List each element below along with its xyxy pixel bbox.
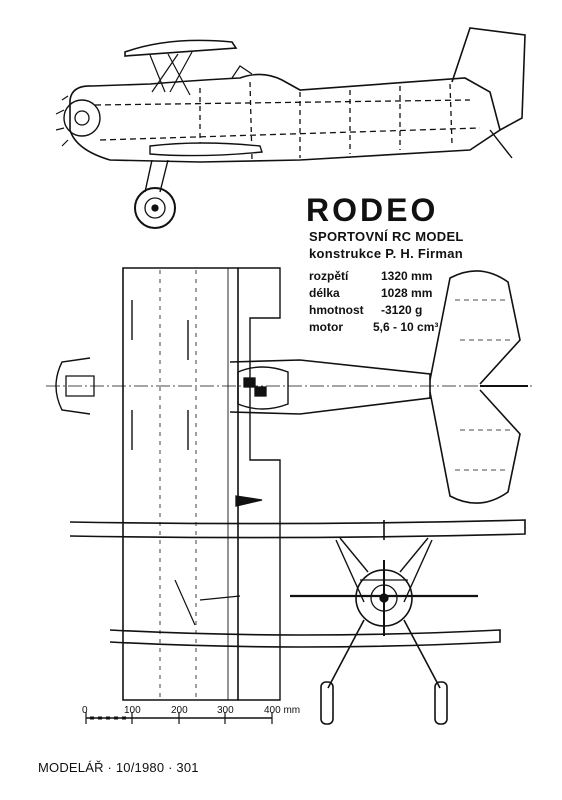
spec-row: rozpětí 1320 mm xyxy=(309,269,509,286)
designer-credit: konstrukce P. H. Firman xyxy=(309,246,464,261)
spec-label: hmotnost xyxy=(309,303,364,317)
spec-row: hmotnost -3120 g xyxy=(309,303,509,320)
page-footer: MODELÁŘ · 10/1980 · 301 xyxy=(38,760,199,775)
page-number: 301 xyxy=(176,760,199,775)
spec-value: -3120 g xyxy=(381,303,423,317)
scale-tick-label: 0 xyxy=(82,705,88,716)
issue-number: 10/1980 xyxy=(115,760,165,775)
scale-tick-label: 100 xyxy=(124,705,141,716)
scale-bar xyxy=(85,712,273,724)
spec-row: motor 5,6 - 10 cm³ xyxy=(309,320,509,337)
spec-value: 5,6 - 10 cm³ xyxy=(373,320,439,334)
side-view xyxy=(55,27,526,229)
scale-tick-label: 200 xyxy=(171,705,188,716)
scale-tick-label: 400 mm xyxy=(264,705,301,716)
model-subtitle: SPORTOVNÍ RC MODEL xyxy=(309,229,464,244)
front-view xyxy=(69,519,526,725)
footer-separator: · xyxy=(168,760,173,775)
spec-label: motor xyxy=(309,320,343,334)
spec-row: délka 1028 mm xyxy=(309,286,509,303)
plan-view xyxy=(46,267,532,701)
spec-value: 1028 mm xyxy=(381,286,433,300)
spec-label: délka xyxy=(309,286,340,300)
footer-separator: · xyxy=(107,760,113,775)
specs-table: rozpětí 1320 mm délka 1028 mm hmotnost -… xyxy=(309,269,509,337)
scale-tick-label: 300 xyxy=(217,705,234,716)
model-title: RODEO xyxy=(306,192,439,228)
magazine-name: MODELÁŘ xyxy=(38,760,104,775)
spec-label: rozpětí xyxy=(309,269,349,283)
spec-value: 1320 mm xyxy=(381,269,433,283)
